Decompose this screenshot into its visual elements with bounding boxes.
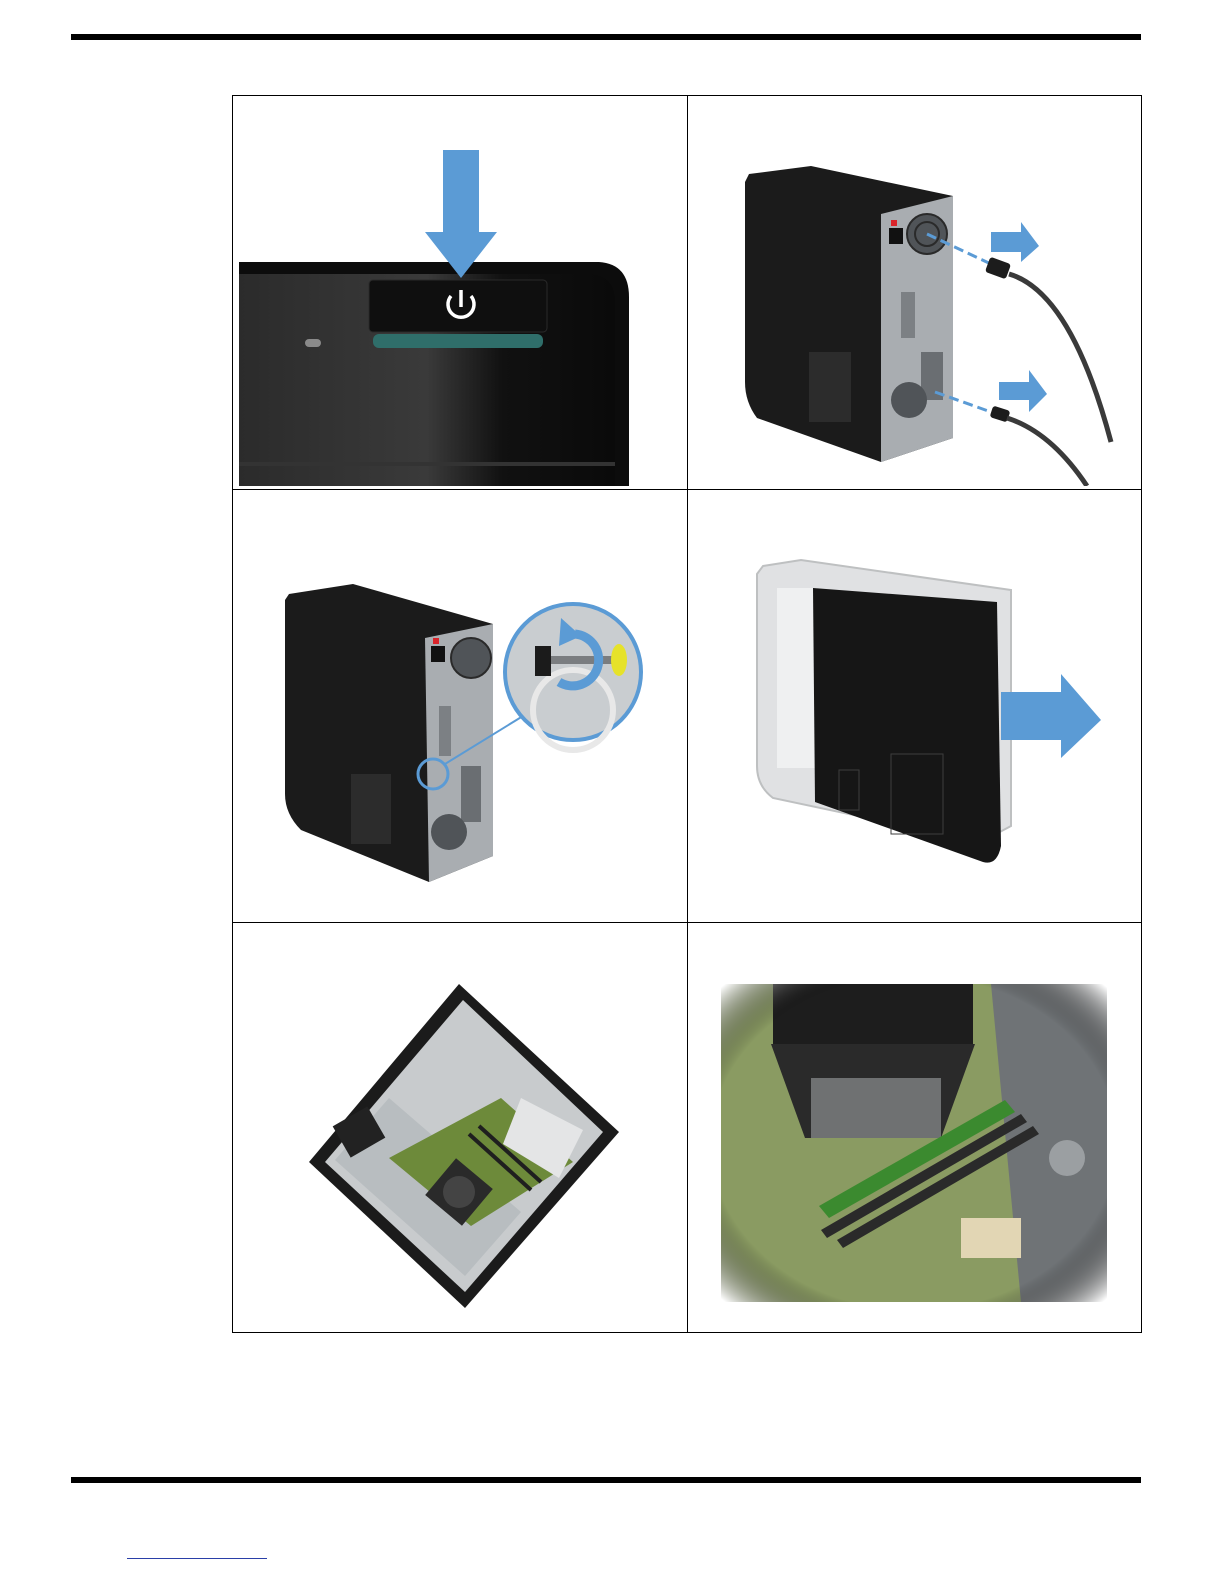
thumbscrew-zoom-callout [505, 604, 641, 750]
table-divider-row-1 [233, 489, 1141, 490]
press-arrow-icon [425, 150, 497, 278]
table-divider-vertical [687, 96, 688, 1332]
tower-rear-view [285, 584, 493, 882]
right-arrow-icon [1001, 674, 1101, 758]
step-open-chassis-view [239, 928, 683, 1328]
header-rule [71, 34, 1141, 40]
power-button-light [373, 334, 543, 348]
tower-rear-view [745, 166, 953, 462]
illustration-table [232, 95, 1142, 1333]
step-memory-slots-view [691, 928, 1137, 1328]
step-disconnect-cables [691, 102, 1137, 486]
side-panel [813, 588, 1001, 863]
step-slide-off-side-panel [691, 496, 1137, 916]
step-loosen-thumbscrew [239, 496, 683, 916]
thumbscrew [611, 644, 627, 676]
cable-plug-icon [927, 234, 1111, 486]
pull-arrow-icon [991, 222, 1047, 412]
chassis-icon [309, 984, 619, 1308]
footnote-separator [127, 1558, 267, 1559]
led-indicator [305, 339, 321, 347]
step-press-power-button [239, 102, 683, 486]
table-divider-row-2 [233, 922, 1141, 923]
footer-rule [71, 1477, 1141, 1483]
